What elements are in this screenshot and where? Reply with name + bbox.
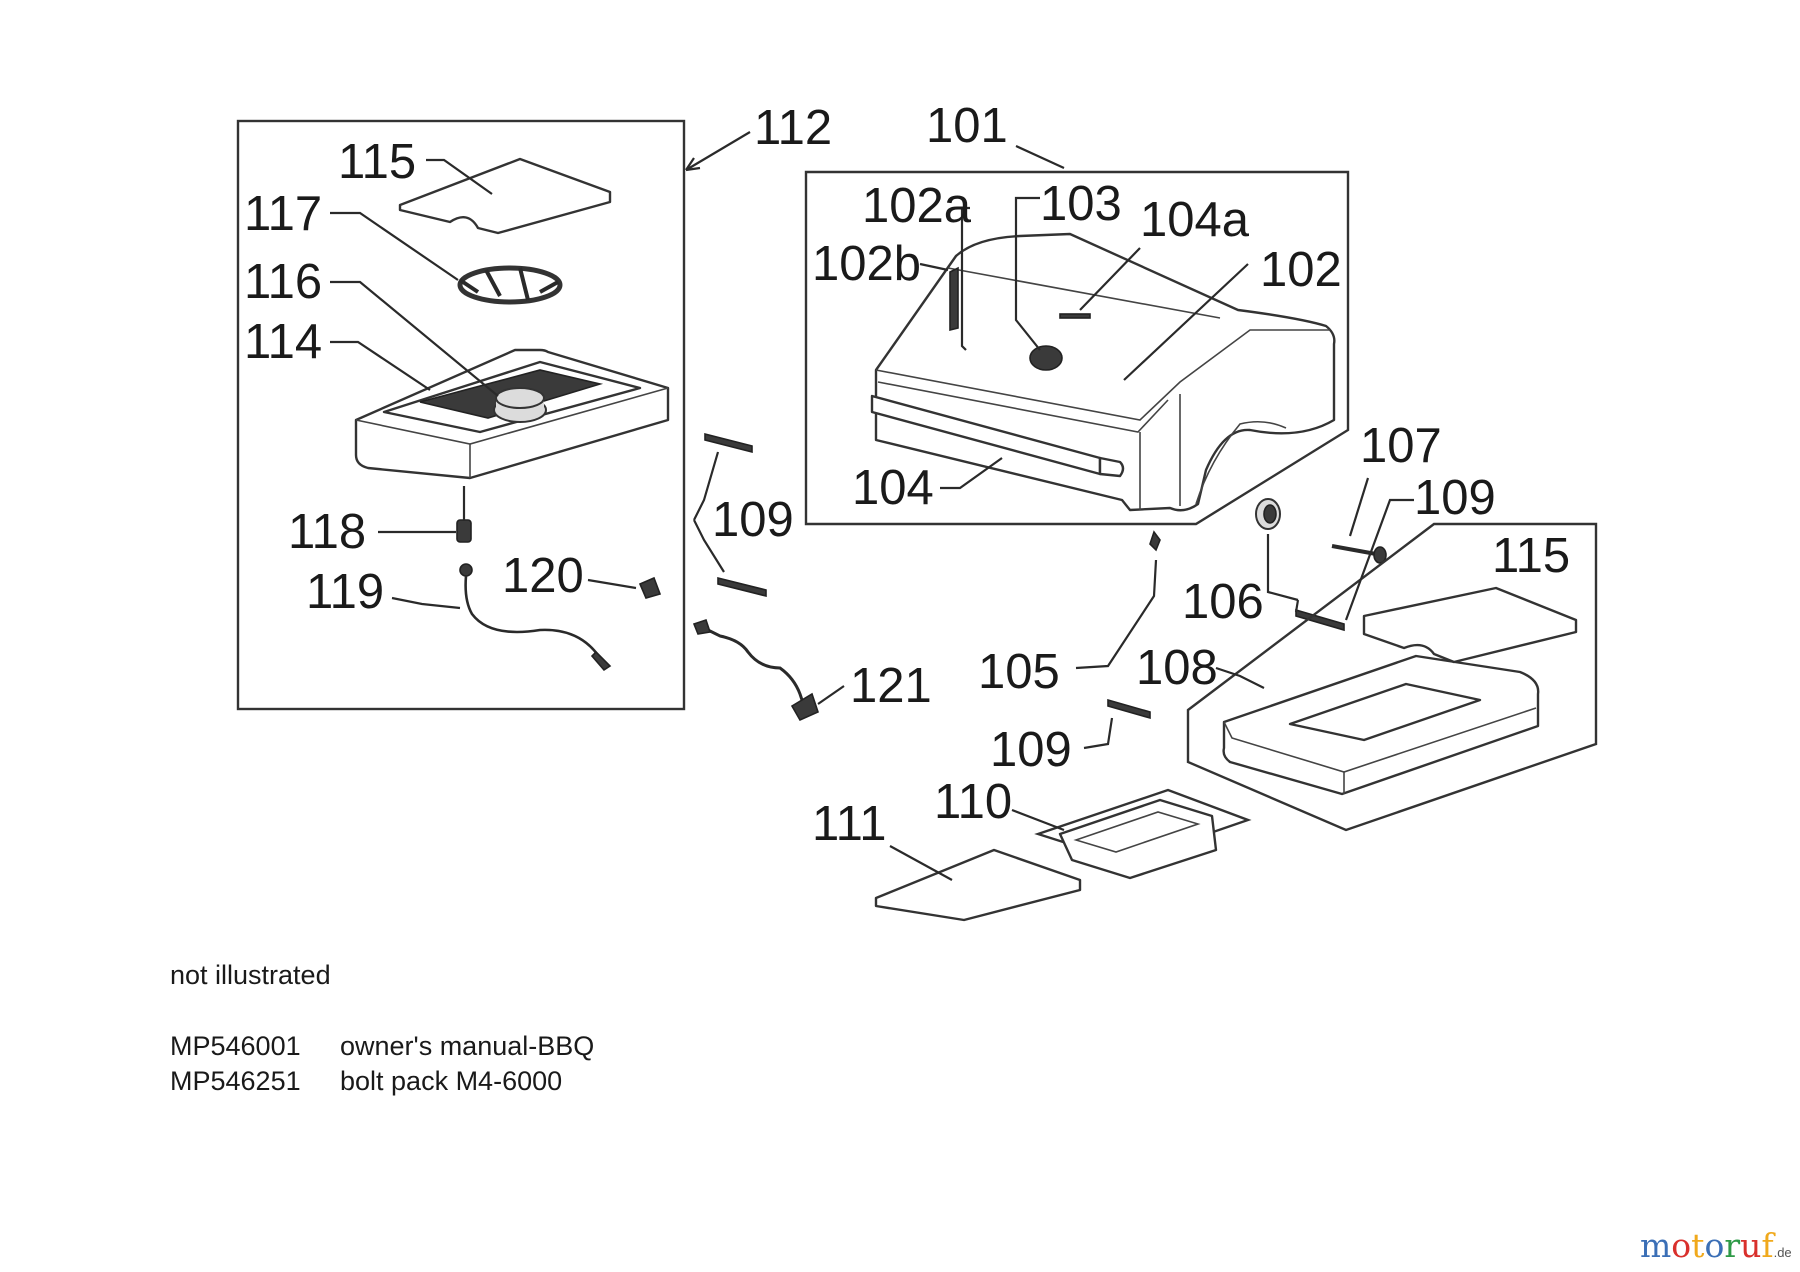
callout-109-bottom: 109 — [990, 723, 1072, 777]
callout-115: 115 — [338, 135, 416, 189]
part-114-burner-housing — [354, 348, 670, 480]
callout-107: 107 — [1360, 419, 1442, 473]
callout-121: 121 — [850, 659, 932, 713]
part-117-pot-support — [457, 265, 563, 305]
logo-letter: f — [1761, 1226, 1774, 1265]
part-121-regulator-hose — [692, 618, 819, 722]
callout-116: 116 — [244, 255, 322, 309]
callout-119: 119 — [306, 565, 384, 619]
part-120-clip — [638, 576, 662, 599]
not-illustrated-notes: not illustrated MP546001 owner's manual-… — [170, 960, 594, 1099]
part-103-thermometer — [1029, 345, 1063, 371]
logo-letter: o — [1671, 1226, 1692, 1265]
callout-109-right: 109 — [1414, 471, 1496, 525]
callout-118: 118 — [288, 505, 366, 559]
bbq-main-unit-101 — [804, 170, 1350, 526]
logo-letter: r — [1724, 1226, 1741, 1265]
part-109-rail-bottom — [1107, 698, 1151, 720]
part-description: bolt pack M4-6000 — [340, 1066, 563, 1096]
logo-tld: .de — [1773, 1245, 1792, 1260]
part-115-table-cover — [1362, 586, 1578, 664]
part-code: MP546001 — [170, 1031, 301, 1061]
callout-115-right: 115 — [1492, 529, 1570, 583]
part-106-control-knob — [1255, 498, 1281, 530]
logo-letter: m — [1640, 1226, 1672, 1265]
part-109-rail-upper — [704, 432, 753, 454]
callout-102: 102 — [1260, 243, 1342, 297]
callout-105: 105 — [978, 645, 1060, 699]
part-102b-side-bracket — [949, 266, 959, 332]
part-code: MP546251 — [170, 1066, 301, 1096]
logo-letter: o — [1704, 1226, 1725, 1265]
side-burner-assembly-112 — [236, 119, 767, 711]
callout-106: 106 — [1182, 575, 1264, 629]
callout-109: 109 — [712, 493, 794, 547]
part-111-grease-plate — [874, 848, 1082, 922]
notes-row: MP546251 bolt pack M4-6000 — [170, 1064, 594, 1099]
part-104-handle — [870, 394, 1125, 478]
callout-102a: 102a — [862, 179, 972, 233]
callout-114: 114 — [244, 315, 322, 369]
part-110-drip-tray — [1034, 788, 1252, 880]
callout-103: 103 — [1040, 177, 1122, 231]
callout-102b: 102b — [812, 237, 921, 291]
assembly-frame-101 — [804, 170, 1350, 526]
logo-letter: t — [1691, 1226, 1705, 1265]
part-109-rail-right — [1295, 608, 1345, 632]
side-table-assembly-108 — [1186, 522, 1598, 832]
part-109-rail-lower — [717, 576, 767, 598]
part-119-ignition-lead — [459, 563, 612, 672]
callout-labels: 112 115 117 116 114 109 118 119 120 121 … — [244, 99, 1570, 851]
logo-letter: u — [1740, 1226, 1762, 1265]
motoruf-logo: motoruf.de — [1640, 1226, 1792, 1265]
callout-110: 110 — [934, 775, 1012, 829]
leader-lines — [330, 131, 1414, 881]
assembly-frame-108 — [1186, 522, 1598, 832]
notes-heading: not illustrated — [170, 960, 331, 990]
part-105-knob-insert — [1149, 530, 1161, 552]
part-104a-badge — [1059, 313, 1091, 319]
callout-104: 104 — [852, 461, 934, 515]
assembly-frame-112 — [236, 119, 686, 711]
callout-104a: 104a — [1140, 193, 1250, 247]
callout-101: 101 — [926, 99, 1008, 153]
part-118-electrode — [456, 486, 472, 543]
part-107-bolt — [1331, 544, 1387, 564]
callout-112: 112 — [754, 101, 832, 155]
callout-120: 120 — [502, 549, 584, 603]
part-description: owner's manual-BBQ — [340, 1031, 595, 1061]
callout-111: 111 — [812, 797, 886, 851]
callout-108: 108 — [1136, 641, 1218, 695]
callout-117: 117 — [244, 187, 322, 241]
notes-row: MP546001 owner's manual-BBQ — [170, 1029, 594, 1064]
part-115-side-cover — [398, 157, 612, 235]
